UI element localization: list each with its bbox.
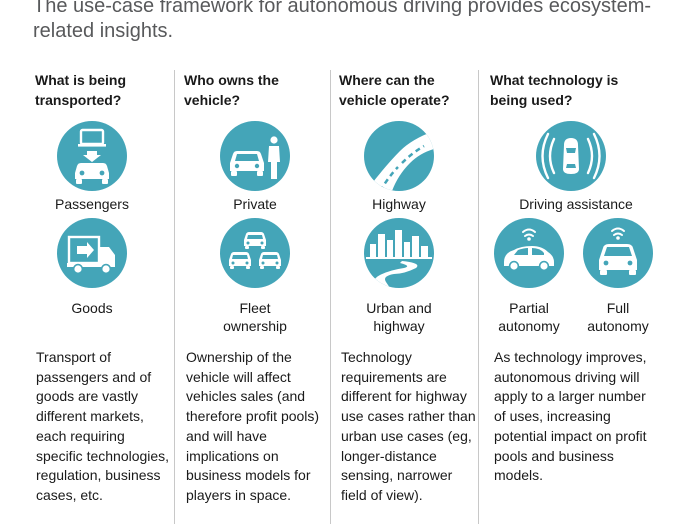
column-heading: Where can the vehicle operate? bbox=[339, 72, 450, 108]
column-heading: What technology is being used? bbox=[490, 72, 619, 108]
label-fleet-ownership: Fleet ownership bbox=[223, 300, 287, 334]
partial-autonomy-car-icon bbox=[494, 218, 564, 288]
column-technology: What technology is being used? Driving a… bbox=[478, 70, 687, 524]
private-car-person-icon bbox=[220, 121, 290, 191]
label-driving-assistance: Driving assistance bbox=[519, 196, 633, 212]
car-sensor-radar-icon bbox=[536, 121, 606, 191]
label-urban-highway: Urban and highway bbox=[366, 300, 432, 334]
column-ownership: Who owns the vehicle? Private bbox=[174, 70, 329, 524]
goods-truck-icon bbox=[57, 218, 127, 288]
column-operation: Where can the vehicle operate? Highway bbox=[330, 70, 479, 524]
column-transported: What is being transported? Passengers Go… bbox=[0, 70, 174, 524]
fleet-cars-icon bbox=[220, 218, 290, 288]
label-highway: Highway bbox=[372, 196, 426, 212]
passenger-car-monitor-icon bbox=[57, 121, 127, 191]
column-description: Transport of passengers and of goods are… bbox=[36, 349, 170, 503]
label-goods: Goods bbox=[71, 300, 113, 316]
label-passengers: Passengers bbox=[55, 196, 129, 212]
column-heading: What is being transported? bbox=[35, 72, 126, 108]
column-description: Ownership of the vehicle will affect veh… bbox=[186, 349, 320, 503]
column-heading: Who owns the vehicle? bbox=[184, 72, 279, 108]
column-description: As technology improves, autonomous drivi… bbox=[494, 349, 647, 484]
full-autonomy-car-icon bbox=[583, 218, 653, 288]
label-partial-autonomy: Partial autonomy bbox=[498, 300, 560, 334]
highway-road-icon bbox=[364, 121, 434, 191]
column-description: Technology requirements are different fo… bbox=[341, 349, 476, 503]
city-road-icon bbox=[364, 218, 434, 288]
page-title: The use-case framework for autonomous dr… bbox=[33, 0, 652, 42]
label-private: Private bbox=[233, 196, 277, 212]
label-full-autonomy: Full autonomy bbox=[587, 300, 649, 334]
